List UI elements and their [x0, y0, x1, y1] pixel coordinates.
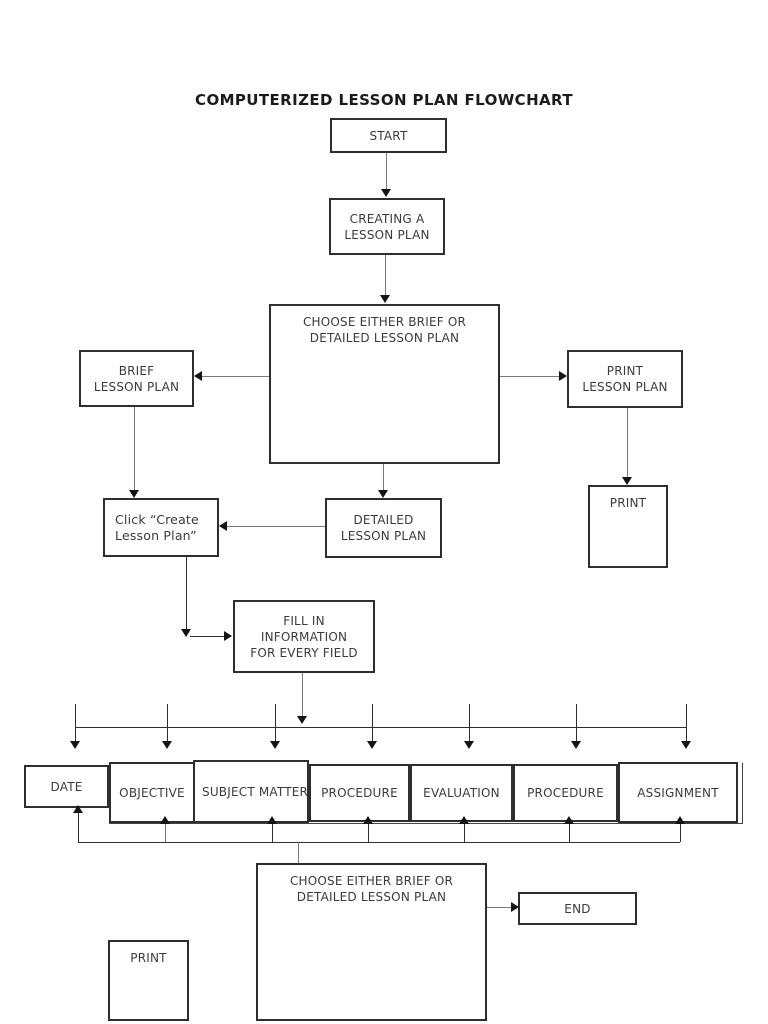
arrowhead-start-to-creating: [381, 189, 391, 197]
arrowhead-return-procedure-2: [564, 816, 574, 824]
return-stub-date: [78, 813, 79, 842]
arrowhead-choose-to-brief: [194, 371, 202, 381]
field-row-right-edge: [742, 763, 743, 824]
fan-stub-objective: [167, 704, 168, 741]
fan-stub-date: [75, 704, 76, 741]
fan-out-bus-line: [75, 727, 687, 728]
arrowhead-click-to-fill-in: [224, 631, 232, 641]
field-box-subject-matter: SUBJECT MATTER: [193, 760, 309, 823]
connector-click-elbow-vertical: [186, 557, 187, 629]
node-brief-lesson-plan: BRIEF LESSON PLAN: [79, 350, 194, 407]
node-creating-lesson-plan: CREATING A LESSON PLAN: [329, 198, 445, 255]
arrowhead-return-assignment: [675, 816, 685, 824]
return-stub-procedure-1: [368, 824, 369, 842]
arrowhead-detailed-to-click: [219, 521, 227, 531]
arrowhead-creating-to-choose: [380, 295, 390, 303]
return-stub-evaluation: [464, 824, 465, 842]
connector-choose-bottom-to-end: [487, 907, 511, 908]
arrowhead-brief-to-click: [129, 490, 139, 498]
arrowhead-fan-objective: [162, 741, 172, 749]
arrowhead-fill-in-to-fan: [297, 716, 307, 724]
connector-choose-to-detailed: [383, 464, 384, 490]
node-detailed-lesson-plan: DETAILED LESSON PLAN: [325, 498, 442, 558]
arrowhead-fan-procedure-2: [571, 741, 581, 749]
return-stub-assignment: [680, 824, 681, 842]
connector-fill-in-to-fan: [302, 673, 303, 716]
connector-choose-to-print-lesson: [500, 376, 559, 377]
field-box-evaluation: EVALUATION: [410, 764, 513, 822]
arrowhead-return-evaluation: [459, 816, 469, 824]
connector-click-elbow-horizontal: [190, 636, 224, 637]
return-stub-procedure-2: [569, 824, 570, 842]
node-click-create-lesson-plan: Click “Create Lesson Plan”: [103, 498, 219, 557]
arrowhead-choose-to-detailed: [378, 490, 388, 498]
return-stub-subject-matter: [272, 824, 273, 842]
node-start: START: [330, 118, 447, 153]
arrowhead-choose-bottom-to-end: [511, 902, 519, 912]
fan-stub-subject-matter: [275, 704, 276, 741]
arrowhead-click-elbow-down: [181, 629, 191, 637]
field-box-procedure-2: PROCEDURE: [513, 764, 618, 822]
field-box-procedure-1: PROCEDURE: [309, 764, 410, 822]
node-print-lesson-plan: PRINT LESSON PLAN: [567, 350, 683, 408]
field-box-assignment: ASSIGNMENT: [618, 762, 738, 823]
node-print-right: PRINT: [588, 485, 668, 568]
fan-stub-evaluation: [469, 704, 470, 741]
return-stub-objective: [165, 824, 166, 842]
fan-stub-assignment: [686, 704, 687, 741]
node-choose-brief-or-detailed: CHOOSE EITHER BRIEF OR DETAILED LESSON P…: [269, 304, 500, 464]
node-choose-bottom: CHOOSE EITHER BRIEF OR DETAILED LESSON P…: [256, 863, 487, 1021]
arrowhead-fan-evaluation: [464, 741, 474, 749]
connector-brief-to-click: [134, 407, 135, 490]
arrowhead-fan-subject-matter: [270, 741, 280, 749]
return-bus-line: [78, 842, 680, 843]
connector-creating-to-choose: [385, 255, 386, 295]
fan-stub-procedure-1: [372, 704, 373, 741]
arrowhead-return-date: [73, 805, 83, 813]
arrowhead-return-procedure-1: [363, 816, 373, 824]
node-print-bottom: PRINT: [108, 940, 189, 1021]
field-row-baseline: [109, 823, 743, 824]
arrowhead-fan-date: [70, 741, 80, 749]
connector-detailed-to-click: [227, 526, 325, 527]
field-box-date: DATE: [24, 765, 109, 808]
arrowhead-return-objective: [160, 816, 170, 824]
connector-bus-to-choose-bottom: [298, 842, 299, 863]
node-end: END: [518, 892, 637, 925]
arrowhead-print-lesson-to-print: [622, 477, 632, 485]
page-title: COMPUTERIZED LESSON PLAN FLOWCHART: [195, 91, 573, 109]
connector-choose-to-brief: [201, 376, 269, 377]
field-box-objective: OBJECTIVE: [109, 762, 195, 823]
arrowhead-choose-to-print-lesson: [559, 371, 567, 381]
connector-start-to-creating: [386, 153, 387, 189]
connector-print-lesson-to-print: [627, 408, 628, 477]
fan-stub-procedure-2: [576, 704, 577, 741]
arrowhead-fan-procedure-1: [367, 741, 377, 749]
node-fill-in-information: FILL IN INFORMATION FOR EVERY FIELD: [233, 600, 375, 673]
arrowhead-fan-assignment: [681, 741, 691, 749]
arrowhead-return-subject-matter: [267, 816, 277, 824]
